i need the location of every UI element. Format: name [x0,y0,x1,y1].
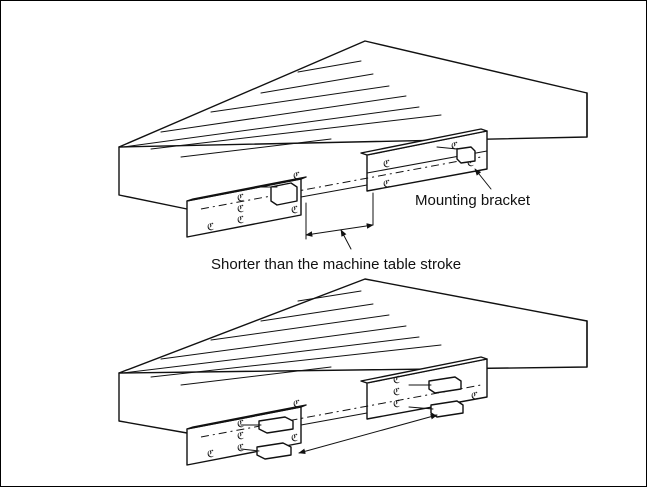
svg-text:ℭ: ℭ [237,193,244,204]
svg-text:ℭ: ℭ [393,387,400,398]
svg-text:ℭ: ℭ [207,222,214,233]
svg-text:ℭ: ℭ [291,433,298,444]
svg-text:ℭ: ℭ [383,159,390,170]
svg-text:ℭ: ℭ [237,431,244,442]
svg-text:ℭ: ℭ [291,205,298,216]
stroke-note-label: Shorter than the machine table stroke [211,256,462,273]
mounting-bracket-label: Mounting bracket [415,192,531,209]
svg-text:ℭ: ℭ [393,375,400,386]
svg-text:ℭ: ℭ [237,215,244,226]
top-machine-table [118,40,588,210]
bottom-machine-table [118,278,588,434]
svg-text:ℭ: ℭ [207,449,214,460]
svg-text:ℭ: ℭ [451,141,458,152]
svg-text:ℭ: ℭ [237,443,244,454]
svg-text:ℭ: ℭ [467,158,474,169]
svg-text:ℭ: ℭ [293,171,300,182]
svg-text:ℭ: ℭ [383,179,390,190]
svg-text:ℭ: ℭ [293,399,300,410]
svg-text:ℭ: ℭ [237,204,244,215]
svg-text:ℭ: ℭ [237,419,244,430]
top-dog-plate: ℭ ℭ ℭ ℭ ℭ ℭ ℭ ℭ ℭ ℭ [186,128,492,250]
svg-text:ℭ: ℭ [471,391,478,402]
bottom-dog-plate: ℭ ℭ ℭ ℭ ℭ ℭ ℭ ℭ ℭ ℭ [186,356,488,466]
svg-text:ℭ: ℭ [393,399,400,410]
